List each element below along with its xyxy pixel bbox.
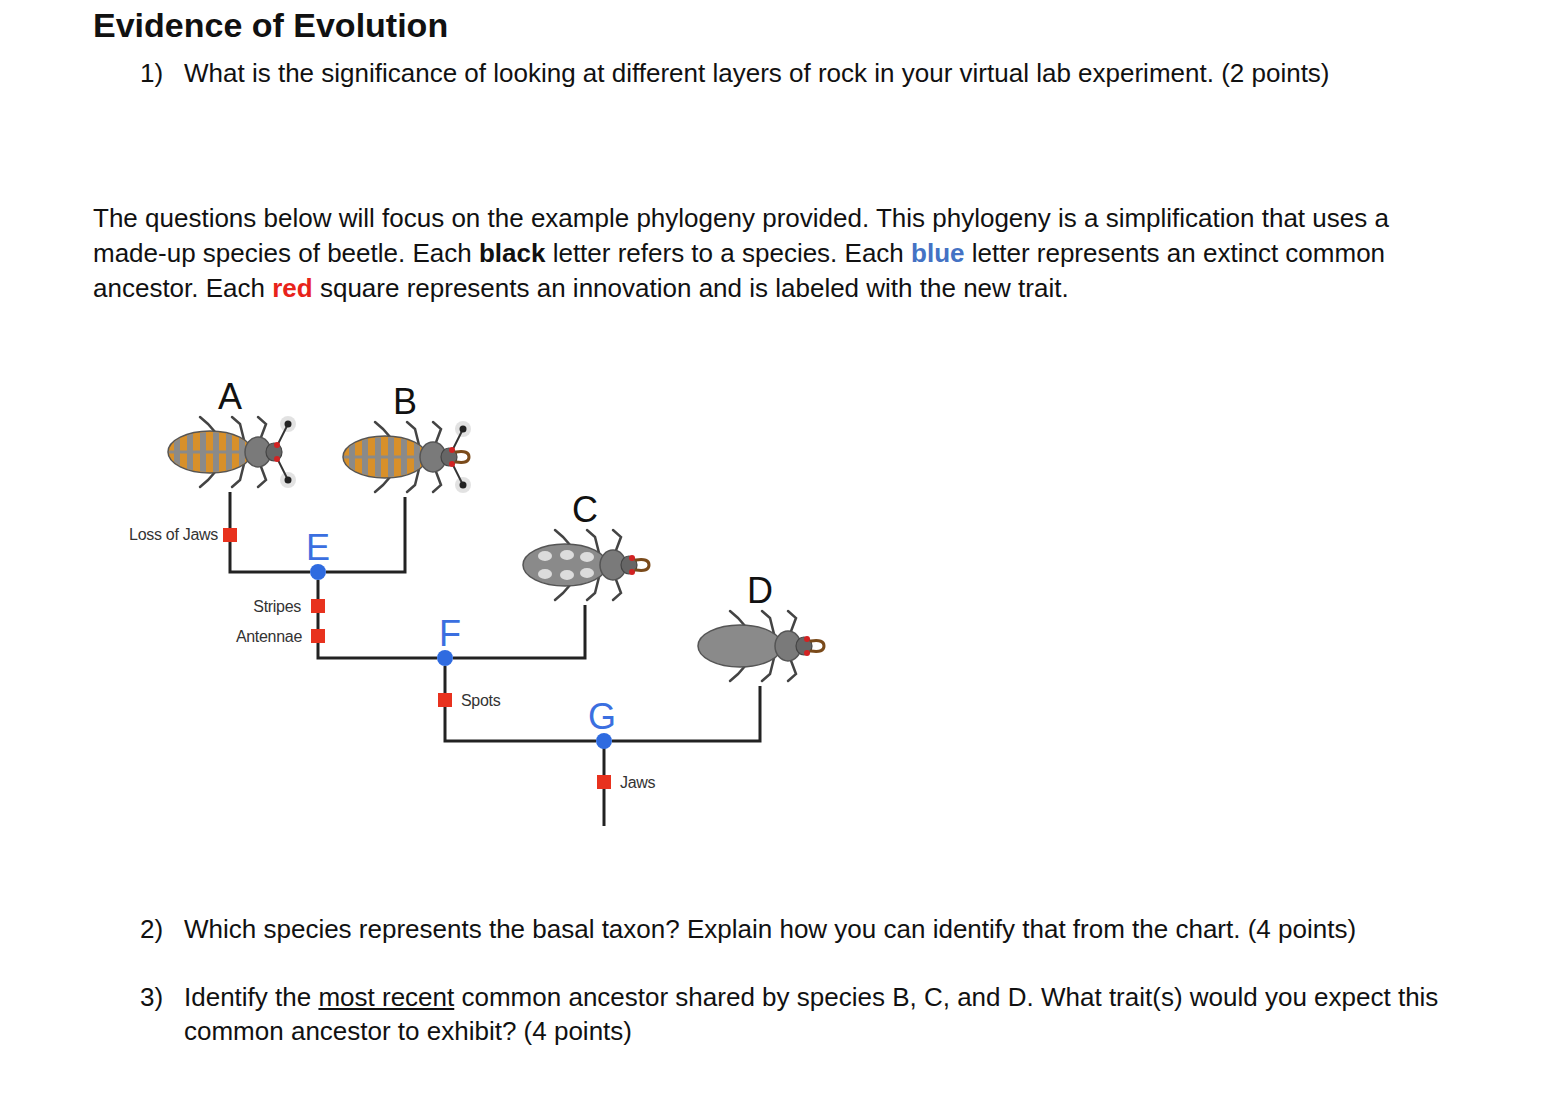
innovation-square	[223, 528, 237, 542]
antenna-halo	[280, 472, 296, 488]
question-text: Identify the	[184, 982, 311, 1012]
emphasis-word: red	[272, 273, 312, 303]
ancestor-node: E	[303, 533, 333, 580]
antenna-halo	[455, 421, 471, 437]
intro-paragraph: The questions below will focus on the ex…	[93, 201, 1463, 306]
beetle-head	[796, 637, 812, 655]
tree-branch	[612, 686, 760, 741]
beetle-eye	[629, 555, 635, 561]
beetle-eye	[274, 442, 280, 448]
ancestor-letter: E	[303, 533, 333, 563]
tree-branch	[230, 492, 310, 572]
beetle-eye	[449, 461, 455, 467]
beetle-head	[441, 448, 457, 466]
ancestor-letter: F	[435, 619, 465, 649]
underlined-phrase: most recent	[318, 982, 454, 1012]
stripe-group	[343, 435, 429, 479]
beetle-illustration	[335, 417, 475, 497]
beetle-jaws	[811, 641, 824, 652]
beetle-spot	[560, 570, 574, 580]
beetle-illustration	[160, 412, 300, 492]
beetle-head	[266, 443, 282, 461]
paragraph-text: square represents an innovation and is l…	[320, 273, 1069, 303]
trait-label: Spots	[461, 691, 500, 711]
beetle-head	[621, 556, 637, 574]
beetle-spot	[560, 550, 574, 560]
tree-branch	[445, 666, 596, 741]
innovation-square	[311, 599, 325, 613]
antenna-knob	[460, 482, 467, 489]
beetle-spot	[580, 568, 594, 578]
paragraph-text: letter refers to a species. Each	[553, 238, 904, 268]
tree-branch	[326, 497, 405, 572]
species-letter: D	[690, 576, 830, 606]
beetle-spot	[538, 569, 552, 579]
species-node: B	[335, 387, 475, 497]
antenna-halo	[280, 416, 296, 432]
beetle-abdomen	[523, 544, 607, 586]
trait-label: Jaws	[620, 773, 655, 793]
beetle-jaws	[636, 560, 649, 571]
beetle-spot	[580, 552, 594, 562]
beetle-illustration	[690, 606, 830, 686]
species-node: C	[515, 495, 655, 605]
antenna-knob	[285, 477, 292, 484]
ancestor-dot	[310, 564, 326, 580]
question-text: What is the significance of looking at d…	[184, 56, 1434, 90]
innovation-square	[438, 693, 452, 707]
beetle-jaws	[456, 452, 469, 463]
ancestor-dot	[437, 650, 453, 666]
tree-branch	[318, 580, 437, 658]
innovation-square	[597, 775, 611, 789]
page-title: Evidence of Evolution	[93, 5, 448, 45]
species-node: D	[690, 576, 830, 686]
stripe	[168, 451, 254, 454]
antenna-knob	[460, 426, 467, 433]
emphasis-word: blue	[911, 238, 964, 268]
innovation-square	[311, 629, 325, 643]
beetle-eye	[274, 456, 280, 462]
question-text: Identify the most recent common ancestor…	[184, 980, 1449, 1048]
species-letter: B	[335, 387, 475, 417]
stripe	[343, 456, 429, 459]
beetle-eye	[449, 447, 455, 453]
trait-label: Loss of Jaws	[129, 525, 218, 545]
antenna-halo	[455, 477, 471, 493]
trait-label: Antennae	[236, 627, 302, 647]
emphasis-word: black	[479, 238, 546, 268]
stripe-group	[168, 430, 254, 474]
ancestor-letter: G	[587, 702, 617, 732]
ancestor-node: G	[589, 702, 619, 749]
question-number: 2)	[140, 912, 163, 946]
trait-label: Stripes	[253, 597, 301, 617]
beetle-eye	[804, 636, 810, 642]
beetle-eye	[629, 569, 635, 575]
question-text: Which species represents the basal taxon…	[184, 912, 1459, 946]
beetle-illustration	[515, 525, 655, 605]
beetle-eye	[804, 650, 810, 656]
ancestor-node: F	[430, 619, 460, 666]
beetle-spot	[538, 551, 552, 561]
antenna-knob	[285, 421, 292, 428]
species-node: A	[160, 382, 300, 492]
question-number: 1)	[140, 56, 163, 90]
species-letter: C	[515, 495, 655, 525]
species-letter: A	[160, 382, 300, 412]
ancestor-dot	[596, 733, 612, 749]
question-number: 3)	[140, 980, 163, 1014]
beetle-abdomen	[698, 625, 782, 667]
tree-branch	[453, 605, 585, 658]
